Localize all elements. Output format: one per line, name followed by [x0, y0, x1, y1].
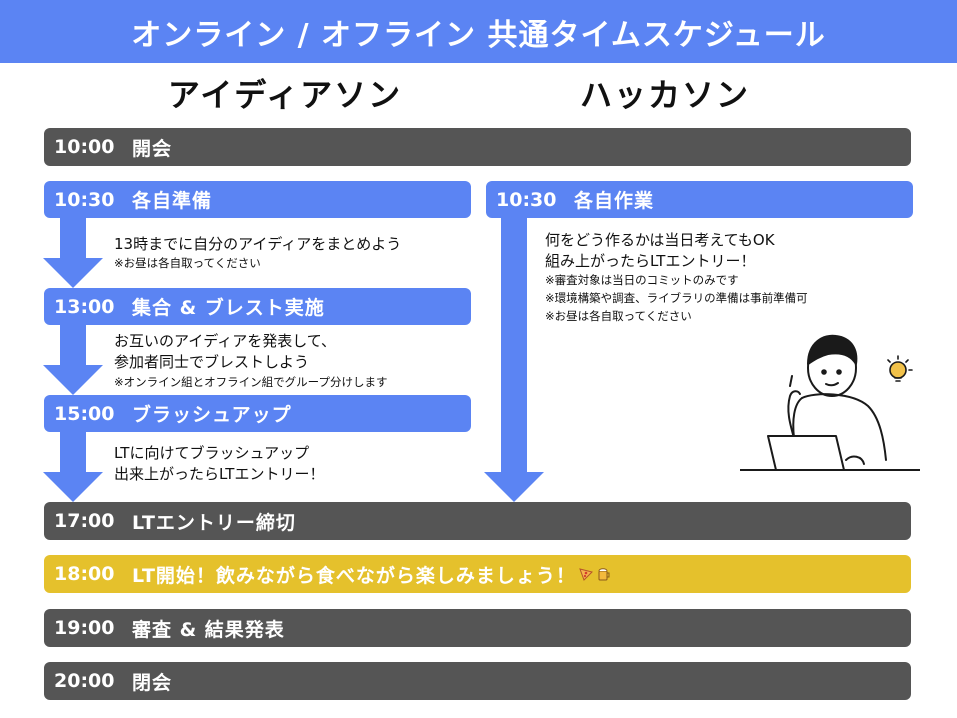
step-label: 各自準備: [132, 186, 212, 213]
ideathon-step1-bar: 10:30 各自準備: [44, 181, 471, 218]
ideathon-step1-note: ※お昼は各自取ってください: [114, 255, 261, 271]
hackathon-step1-note-1: ※審査対象は当日のコミットのみです: [545, 272, 739, 288]
timeline-label: 閉会: [132, 668, 172, 695]
beer-icon: [596, 566, 612, 582]
page-title: オンライン / オフライン 共通タイムスケジュール: [131, 10, 826, 54]
ideathon-step2-desc-1: お互いのアイディアを発表して、: [114, 331, 336, 351]
ideathon-step2-bar: 13:00 集合 & ブレスト実施: [44, 288, 471, 325]
pizza-icon: [578, 566, 594, 582]
ideathon-step3-bar: 15:00 ブラッシュアップ: [44, 395, 471, 432]
ideathon-arrow-3: [60, 432, 86, 474]
timeline-judging-bar: 19:00 審査 & 結果発表: [44, 609, 911, 647]
hackathon-step1-note-2: ※環境構築や調査、ライブラリの準備は事前準備可: [545, 290, 808, 306]
hackathon-arrow-head: [484, 472, 544, 502]
timeline-lt-bar: 18:00 LT開始！飲みながら食べながら楽しみましょう！: [44, 555, 911, 593]
ideathon-step3-desc-2: 出来上がったらLTエントリー！: [114, 464, 324, 484]
timeline-time: 18:00: [54, 563, 132, 585]
timeline-label: 審査 & 結果発表: [132, 615, 285, 642]
ideathon-arrow-1-head: [43, 258, 103, 288]
person-laptop-icon: [740, 320, 920, 490]
step-label: 集合 & ブレスト実施: [132, 293, 325, 320]
ideathon-column-title: アイディアソン: [150, 70, 420, 116]
timeline-time: 17:00: [54, 510, 132, 532]
timeline-label: LTエントリー締切: [132, 508, 296, 535]
step-time: 15:00: [54, 403, 132, 425]
timeline-label: 開会: [132, 134, 172, 161]
timeline-closing-bar: 20:00 閉会: [44, 662, 911, 700]
ideathon-arrow-2-head: [43, 365, 103, 395]
timeline-deadline-bar: 17:00 LTエントリー締切: [44, 502, 911, 540]
timeline-label: LT開始！飲みながら食べながら楽しみましょう！: [132, 561, 576, 588]
hackathon-step1-desc-2: 組み上がったらLTエントリー！: [545, 251, 755, 271]
ideathon-arrow-2: [60, 325, 86, 367]
step-label: 各自作業: [574, 186, 654, 213]
ideathon-step2-desc-2: 参加者同士でブレストしよう: [114, 352, 309, 372]
ideathon-step1-desc: 13時までに自分のアイディアをまとめよう: [114, 234, 401, 254]
ideathon-step3-desc-1: LTに向けてブラッシュアップ: [114, 443, 309, 463]
page-header: オンライン / オフライン 共通タイムスケジュール: [0, 0, 957, 63]
timeline-time: 19:00: [54, 617, 132, 639]
hackathon-step1-note-3: ※お昼は各自取ってください: [545, 308, 692, 324]
step-time: 10:30: [496, 189, 574, 211]
ideathon-arrow-3-head: [43, 472, 103, 502]
step-label: ブラッシュアップ: [132, 400, 292, 427]
step-time: 13:00: [54, 296, 132, 318]
hackathon-step1-desc-1: 何をどう作るかは当日考えてもOK: [545, 230, 775, 250]
ideathon-arrow-1: [60, 218, 86, 260]
hackathon-column-title: ハッカソン: [555, 70, 775, 116]
ideathon-step2-note: ※オンライン組とオフライン組でグループ分けします: [114, 374, 387, 390]
timeline-time: 20:00: [54, 670, 132, 692]
hackathon-arrow: [501, 218, 527, 473]
lightbulb-icon: [884, 352, 916, 388]
timeline-opening-bar: 10:00 開会: [44, 128, 911, 166]
step-time: 10:30: [54, 189, 132, 211]
timeline-time: 10:00: [54, 136, 132, 158]
hackathon-step1-bar: 10:30 各自作業: [486, 181, 913, 218]
